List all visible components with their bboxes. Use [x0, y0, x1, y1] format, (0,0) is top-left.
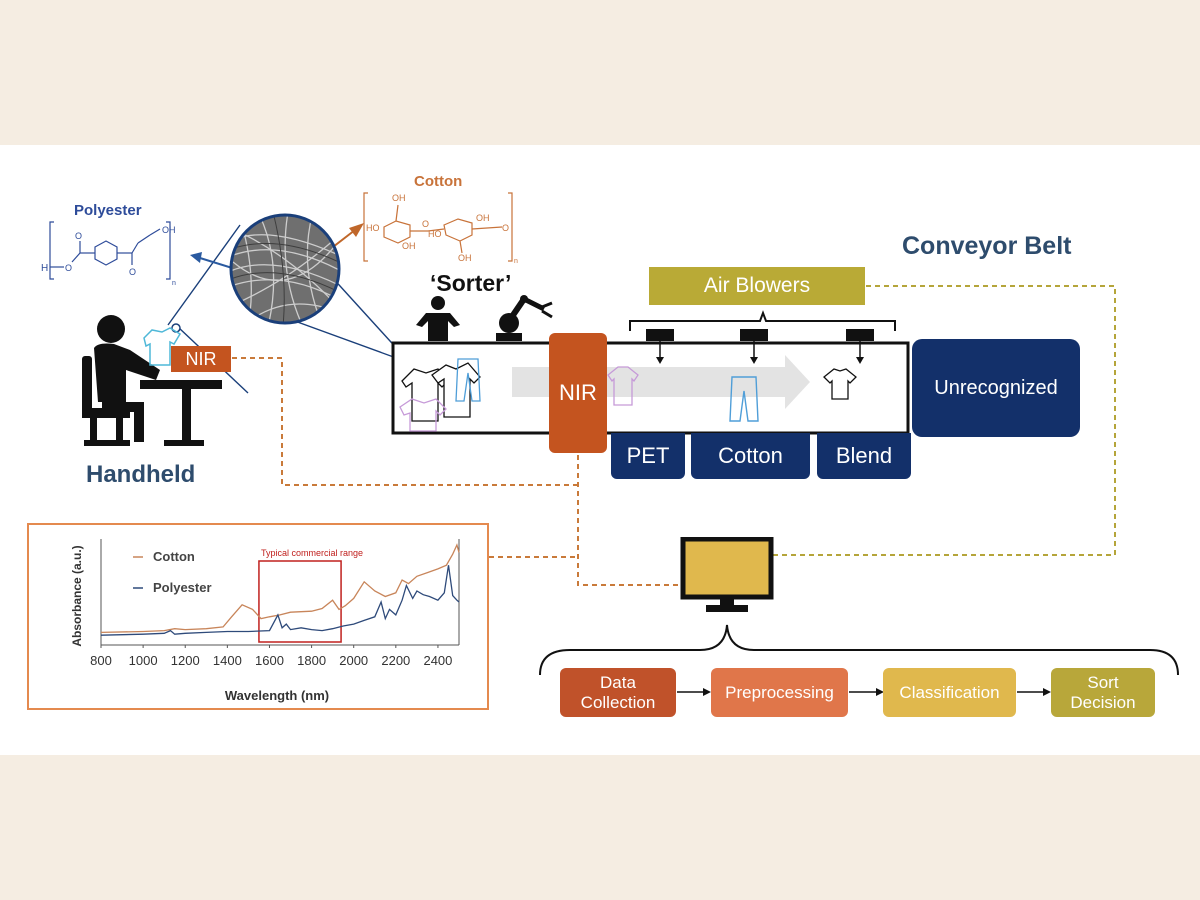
svg-text:O: O	[129, 267, 136, 277]
x-tick-label: 1000	[129, 653, 158, 668]
svg-text:OH: OH	[476, 213, 490, 223]
svg-text:OH: OH	[392, 193, 406, 203]
svg-text:O: O	[502, 223, 509, 233]
human-sorter-icon	[416, 296, 460, 341]
x-axis-label: Wavelength (nm)	[225, 688, 329, 703]
conveyor-belt-heading: Conveyor Belt	[902, 232, 1072, 260]
bin-blend: Blend	[817, 433, 911, 479]
svg-text:OH: OH	[162, 225, 176, 235]
handheld-nir-badge: NIR	[171, 346, 231, 372]
y-axis-label: Absorbance (a.u.)	[70, 545, 84, 646]
x-tick-label: 800	[90, 653, 112, 668]
polyester-label: Polyester	[74, 202, 142, 219]
x-tick-label: 2400	[423, 653, 452, 668]
jeans-icon	[729, 376, 759, 422]
svg-text:O: O	[75, 231, 82, 241]
legend-label-cotton: Cotton	[153, 549, 195, 564]
cellulose-structure-icon: OH HO OH O HO OH OH O n	[363, 192, 518, 263]
svg-text:O: O	[422, 219, 429, 229]
svg-text:n: n	[172, 280, 176, 287]
conveyor-nir-sensor: NIR	[549, 333, 607, 453]
svg-text:OH: OH	[402, 241, 416, 251]
x-tick-label: 2000	[339, 653, 368, 668]
series-line-cotton	[100, 543, 460, 634]
handheld-user-icon	[82, 315, 222, 446]
unrecognized-box: Unrecognized	[912, 339, 1080, 437]
x-tick-label: 1600	[255, 653, 284, 668]
highlight-range-box	[258, 560, 342, 643]
step-label: Classification	[899, 682, 1000, 702]
bin-pet: PET	[611, 433, 685, 479]
svg-text:HO: HO	[366, 223, 380, 233]
svg-text:H: H	[41, 263, 48, 274]
svg-text:OH: OH	[458, 253, 472, 263]
legend-label-polyester: Polyester	[153, 580, 212, 595]
robot-arm-icon	[496, 295, 553, 341]
handheld-label: Handheld	[86, 461, 196, 488]
series-line-polyester	[100, 565, 460, 636]
clothes-pile-icon	[399, 358, 481, 432]
air-blowers-box: Air Blowers	[649, 267, 865, 305]
bin-cotton: Cotton	[691, 433, 810, 479]
x-tick-label: 1800	[297, 653, 326, 668]
cotton-structure-label: Cotton	[414, 173, 463, 190]
shirt-icon	[823, 368, 857, 400]
sorter-label: ‘Sorter’	[430, 270, 512, 296]
range-annotation: Typical commercial range	[261, 548, 363, 558]
x-tick-label: 1400	[213, 653, 242, 668]
step-classification: Classification	[883, 668, 1016, 717]
monitor-icon	[680, 537, 774, 612]
step-label: Preprocessing	[725, 682, 834, 702]
svg-text:n: n	[514, 258, 518, 263]
svg-text:O: O	[65, 263, 72, 273]
x-tick-label: 1200	[171, 653, 200, 668]
polyester-structure-icon: H O O O OH n	[41, 221, 176, 287]
fiber-micrograph-icon	[229, 213, 341, 325]
x-tick-label: 2200	[381, 653, 410, 668]
step-preprocessing: Preprocessing	[711, 668, 848, 717]
svg-text:HO: HO	[428, 229, 442, 239]
blend-shirt-icon	[607, 366, 639, 406]
figure-panel: Polyester H O O O OH n Cotton	[0, 145, 1200, 755]
